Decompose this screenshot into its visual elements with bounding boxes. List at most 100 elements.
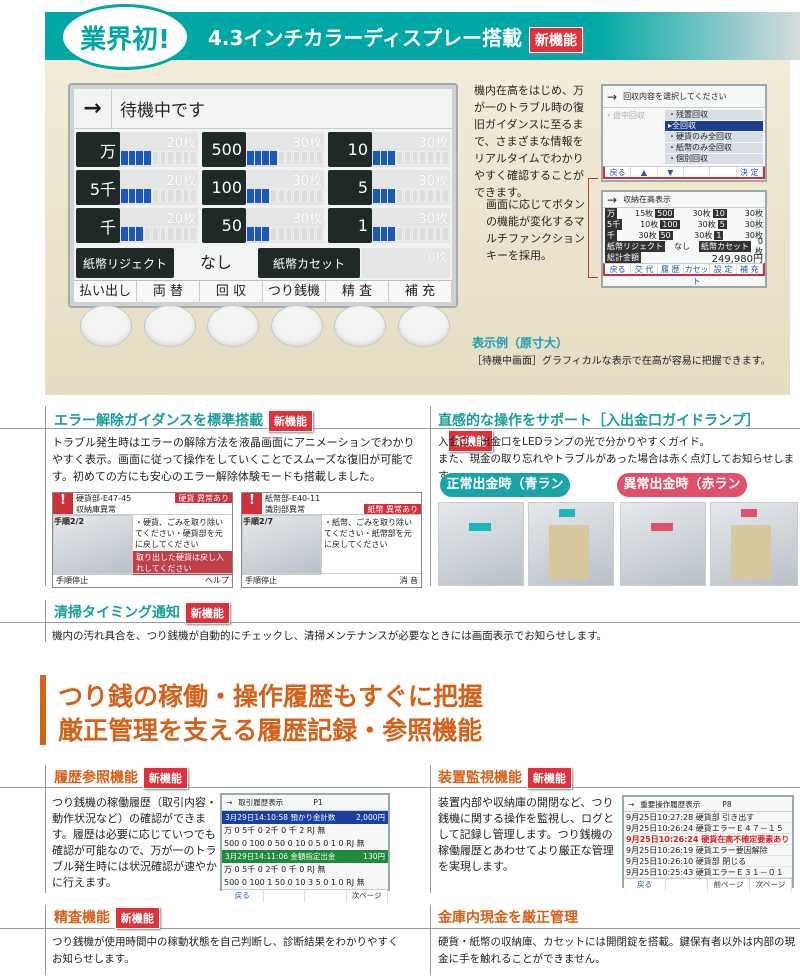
- function-key[interactable]: ヘルプ: [205, 576, 229, 585]
- divider: [430, 406, 431, 586]
- function-key[interactable]: 設 定: [710, 264, 737, 274]
- function-key[interactable]: 補 充: [389, 281, 452, 302]
- error-illustration: 手順2/2: [53, 515, 133, 575]
- cassette-label: 紙幣カセット: [699, 241, 751, 252]
- photo-red-lamp-banknote: [710, 502, 798, 586]
- new-badge: 新機能: [142, 767, 188, 789]
- function-key[interactable]: 戻る: [605, 167, 632, 177]
- gauge-segment: [293, 189, 300, 203]
- arrow-right-icon: →: [607, 192, 618, 207]
- denomination-label: 50: [202, 208, 246, 243]
- function-key[interactable]: 精 査: [326, 281, 389, 302]
- gauge-segment: [121, 189, 128, 203]
- page-title: 4.3インチカラーディスプレー搭載 新機能: [208, 22, 583, 53]
- function-key[interactable]: つり銭機: [263, 281, 326, 302]
- inventory-cell: 千: [605, 230, 617, 241]
- cassette-value: 0枚: [362, 248, 450, 278]
- denomination-label: 500: [202, 132, 246, 167]
- gauge-segment: [316, 227, 324, 241]
- function-key[interactable]: 両 替: [137, 281, 200, 302]
- hardware-button[interactable]: [334, 305, 387, 347]
- capacity-label: 30枚: [418, 136, 448, 151]
- gauge-segment: [262, 227, 270, 241]
- gauge-segment: [151, 189, 159, 203]
- gauge-segment: [167, 151, 174, 165]
- menu-item[interactable]: ・紙幣のみ全回収: [665, 143, 763, 153]
- next-page-button[interactable]: 次ページ: [347, 890, 388, 902]
- back-button[interactable]: 戻る: [624, 879, 666, 891]
- prev-page-button[interactable]: 前ページ: [708, 879, 750, 891]
- function-key[interactable]: ▲: [631, 167, 658, 177]
- photo-blue-lamp-banknote: [528, 502, 614, 586]
- menu-item[interactable]: ・個別回収: [665, 154, 763, 164]
- hardware-button[interactable]: [207, 305, 260, 347]
- inventory-cell: 30枚: [694, 231, 713, 240]
- reject-label: 紙幣リジェクト: [76, 248, 174, 278]
- gauge-segment: [411, 227, 419, 241]
- photo-blue-lamp-slot: [438, 502, 524, 586]
- inventory-cell: 500: [655, 209, 675, 218]
- function-key[interactable]: 戻る: [605, 264, 632, 274]
- gauge-segment: [419, 227, 426, 241]
- gauge-segment: [174, 227, 182, 241]
- callout-bracket: [588, 178, 598, 278]
- reject-value: なし: [199, 253, 232, 272]
- error-description: 収納庫異常: [76, 505, 116, 514]
- gauge-segment: [262, 189, 270, 203]
- next-page-button[interactable]: 次ページ: [750, 879, 792, 891]
- hardware-button[interactable]: [143, 305, 196, 347]
- back-button[interactable]: 戻る: [222, 890, 264, 902]
- history-text: つり銭機の稼働履歴（取引内容・動作状況など）の確認ができます。履歴は必要に応じて…: [52, 796, 217, 889]
- function-key[interactable]: 消 音: [399, 576, 418, 585]
- gauge-segment: [411, 189, 419, 203]
- gauge-segment: [308, 227, 316, 241]
- heading-text: 精査機能: [54, 910, 110, 926]
- gauge-segment: [190, 189, 198, 203]
- function-key[interactable]: カセット: [684, 264, 711, 286]
- log-entry: 9月25日10:26:24 硬貨エラーＥ４７－１５: [624, 823, 792, 834]
- inventory-cell: 10: [712, 209, 727, 218]
- gauge-segment: [388, 151, 396, 165]
- error-alert: 紙幣 異常あり: [364, 504, 421, 514]
- hardware-button[interactable]: [80, 305, 132, 347]
- gauge-segment: [247, 151, 254, 165]
- menu-item[interactable]: ・硬貨のみ全回収: [665, 132, 763, 142]
- gauge-segment: [167, 189, 174, 203]
- inventory-cell: 30枚: [697, 220, 716, 229]
- entry-detail-row: 500 0 100 1 50 0 10 3 5 0 1 0 RJ 無: [224, 878, 365, 887]
- hardware-buttons: [80, 305, 450, 363]
- function-key[interactable]: 手順停止: [245, 576, 277, 585]
- hardware-button[interactable]: [397, 305, 450, 347]
- divider: [45, 905, 46, 975]
- gauge-segment: [144, 151, 151, 165]
- function-key[interactable]: 手順停止: [56, 576, 88, 585]
- function-key[interactable]: 決 定: [737, 167, 763, 177]
- gauge-segment: [293, 227, 300, 241]
- gauge-segment: [277, 189, 285, 203]
- function-key[interactable]: 払い出し: [74, 281, 137, 302]
- menu-item[interactable]: ▸全回収: [665, 121, 763, 131]
- error-guide-text: トラブル発生時はエラーの解除方法を液晶画面にアニメーションでわかりやすく表示。画…: [52, 436, 415, 483]
- log-entry: 9月25日10:25:43 硬貨エラーＥ３１－０１: [624, 867, 792, 878]
- function-key[interactable]: 履 歴: [658, 264, 684, 274]
- gauge-segment: [380, 151, 388, 165]
- divider: [430, 765, 431, 893]
- hardware-button[interactable]: [270, 305, 323, 347]
- divider: [0, 428, 800, 429]
- function-key[interactable]: [710, 167, 737, 177]
- function-key[interactable]: 交 代: [631, 264, 658, 274]
- gauge-segment: [285, 227, 293, 241]
- gauge-segment: [270, 189, 277, 203]
- function-key[interactable]: 補 充: [737, 264, 763, 274]
- function-key[interactable]: ▼: [658, 167, 684, 177]
- menu-item[interactable]: ・残置回収: [665, 110, 763, 120]
- function-key[interactable]: 回 収: [200, 281, 263, 302]
- gauge-segment: [128, 189, 136, 203]
- function-key[interactable]: [684, 167, 711, 177]
